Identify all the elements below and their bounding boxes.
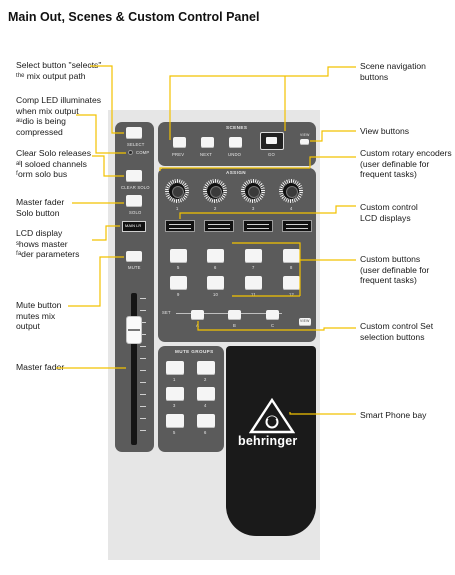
custom-button-number-12: 12 <box>289 292 295 297</box>
assign-section-label: ASSIGN <box>226 170 247 175</box>
comp-led <box>128 150 133 155</box>
custom-lcd-3 <box>243 220 273 232</box>
mute-button[interactable] <box>126 251 142 262</box>
encoder-number-4: 4 <box>290 206 293 211</box>
select-label: SELECT <box>127 142 145 147</box>
page-title: Main Out, Scenes & Custom Control Panel <box>8 10 260 24</box>
scenes-section-label: SCENES <box>226 125 248 130</box>
callout-mute-button: Mute button mutes mix output <box>16 300 62 331</box>
master-fader-cap[interactable] <box>126 316 142 344</box>
set-a-label: A <box>196 323 199 328</box>
main-lr-label: MAIN LR <box>125 223 142 228</box>
callout-custom-lcd: Custom control LCD displays <box>360 202 418 223</box>
custom-button-number-6: 6 <box>214 265 217 270</box>
scenes-view-button[interactable] <box>300 139 309 145</box>
custom-button-number-8: 8 <box>290 265 293 270</box>
mute-group-number-2: 2 <box>204 377 207 382</box>
mute-group-button-2[interactable] <box>197 361 215 375</box>
custom-button-5[interactable] <box>170 249 187 263</box>
mute-group-button-4[interactable] <box>197 387 215 401</box>
callout-scene-navigation: Scene navigation buttons <box>360 61 426 82</box>
mute-group-button-6[interactable] <box>197 414 215 428</box>
scene-next-label: NEXT <box>200 152 212 157</box>
custom-button-10[interactable] <box>207 276 224 290</box>
callout-custom-buttons: Custom buttons (user definable for frequ… <box>360 254 430 285</box>
custom-button-11[interactable] <box>245 276 262 290</box>
encoder-number-3: 3 <box>252 206 255 211</box>
custom-button-12[interactable] <box>283 276 300 290</box>
set-b-button[interactable] <box>228 310 241 320</box>
custom-button-8[interactable] <box>283 249 300 263</box>
callout-master-solo: Master fader Solo button <box>16 197 65 218</box>
select-button[interactable] <box>126 127 142 139</box>
callout-master-fader: Master fader <box>16 362 65 372</box>
set-c-button[interactable] <box>266 310 279 320</box>
scene-go-label: GO <box>268 152 275 157</box>
custom-button-7[interactable] <box>245 249 262 263</box>
custom-button-number-10: 10 <box>213 292 219 297</box>
callout-view-buttons: View buttons <box>360 126 410 136</box>
clear-solo-label: CLEAR SOLO <box>121 185 150 190</box>
scene-undo-button[interactable] <box>229 137 242 148</box>
rotary-encoder-4[interactable] <box>279 179 303 203</box>
callout-clear-solo: Clear Solo releases ᵃˡl soloed channels … <box>16 148 91 179</box>
custom-button-6[interactable] <box>207 249 224 263</box>
custom-view-label: VIEW <box>300 319 310 323</box>
mute-group-number-5: 5 <box>173 430 176 435</box>
custom-lcd-2 <box>204 220 234 232</box>
rotary-encoder-3[interactable] <box>241 179 265 203</box>
scenes-view-label: VIEW <box>300 133 310 137</box>
mute-label: MUTE <box>128 265 141 270</box>
set-label: SET <box>162 310 171 315</box>
set-b-label: B <box>233 323 236 328</box>
mute-group-number-1: 1 <box>173 377 176 382</box>
scene-prev-button[interactable] <box>173 137 186 148</box>
mute-groups-label: MUTE GROUPS <box>175 349 214 354</box>
callout-set-buttons: Custom control Set selection buttons <box>360 321 434 342</box>
behringer-logo-icon <box>249 398 295 434</box>
solo-label: SOLO <box>129 210 142 215</box>
mute-group-number-3: 3 <box>173 403 176 408</box>
main-lcd-display: MAIN LR <box>122 221 146 232</box>
callout-phone-bay: Smart Phone bay <box>360 410 427 420</box>
set-c-label: C <box>271 323 275 328</box>
custom-button-number-5: 5 <box>177 265 180 270</box>
callout-rotary-encoders: Custom rotary encoders (user definable f… <box>360 148 452 179</box>
mute-group-button-1[interactable] <box>166 361 184 375</box>
mute-group-button-5[interactable] <box>166 414 184 428</box>
mute-group-button-3[interactable] <box>166 387 184 401</box>
custom-button-number-7: 7 <box>252 265 255 270</box>
custom-lcd-4 <box>282 220 312 232</box>
smart-phone-bay <box>226 346 316 536</box>
callout-comp-led: Comp LED illuminates when mix output ᵃᵘd… <box>16 95 102 137</box>
rotary-encoder-2[interactable] <box>203 179 227 203</box>
set-a-button[interactable] <box>191 310 204 320</box>
custom-button-9[interactable] <box>170 276 187 290</box>
clear-solo-button[interactable] <box>126 170 142 182</box>
fader-scale <box>140 298 146 442</box>
fader-track <box>131 293 137 445</box>
mute-group-number-4: 4 <box>204 403 207 408</box>
scene-next-button[interactable] <box>201 137 214 148</box>
encoder-number-2: 2 <box>214 206 217 211</box>
scene-go-button[interactable] <box>260 132 284 150</box>
encoder-number-1: 1 <box>176 206 179 211</box>
callout-lcd-display: LCD display ˢhows master ᶠᵃder parameter… <box>16 228 80 259</box>
brand-logo-text: behringer <box>238 434 298 448</box>
scene-prev-label: PREV <box>172 152 185 157</box>
custom-button-number-9: 9 <box>177 292 180 297</box>
custom-button-number-11: 11 <box>251 292 256 297</box>
comp-label: COMP <box>136 150 150 155</box>
mute-group-number-6: 6 <box>204 430 207 435</box>
rotary-encoder-1[interactable] <box>165 179 189 203</box>
solo-button[interactable] <box>126 195 142 207</box>
callout-select-button: Select button "selects" ᵗʰᵉ mix output p… <box>16 60 102 81</box>
scene-undo-label: UNDO <box>228 152 242 157</box>
custom-lcd-1 <box>165 220 195 232</box>
